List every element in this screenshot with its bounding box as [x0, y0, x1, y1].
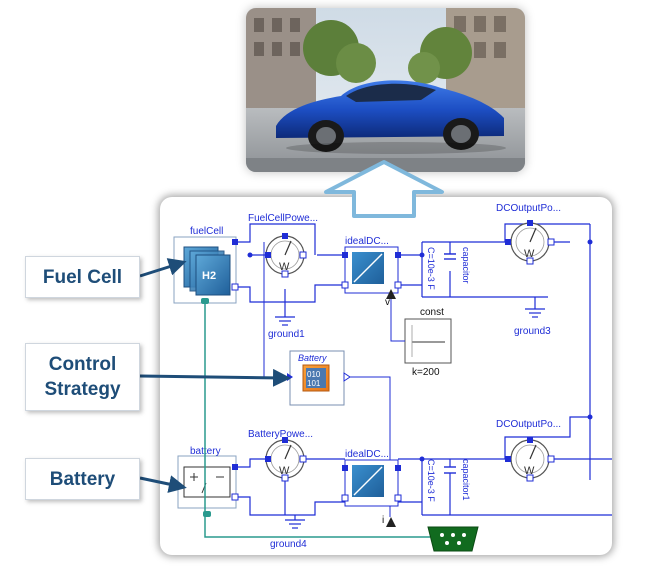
ideal-dc-bottom-label: idealDC... — [345, 449, 389, 460]
battery-wattmeter-symbol: W — [279, 465, 290, 477]
fuel-cell-callout-text: Fuel Cell — [42, 266, 123, 288]
control-strategy-block[interactable]: 010 101 — [287, 350, 351, 406]
fuel-cell-callout-arrow — [139, 258, 187, 278]
fuel-cell-wattmeter-symbol: W — [279, 261, 290, 273]
ground3-label: ground3 — [514, 326, 551, 337]
dc-output-top-wattmeter-symbol: W — [524, 248, 535, 260]
capacitor-bottom-name: capacitor1 — [461, 459, 471, 501]
car-photo — [246, 8, 525, 172]
controller-icon-line1: 010 — [307, 370, 321, 379]
ground3-symbol — [525, 297, 545, 318]
port-v-triangle — [386, 289, 396, 299]
controller-icon-line2: 101 — [307, 379, 321, 388]
control-callout-line1: Control — [48, 354, 117, 375]
diagram-canvas: ground1 ground3 H2 fuelCell W — [173, 203, 612, 552]
dc-output-power-sensor-bottom[interactable]: W — [505, 437, 555, 482]
ground4-label: ground4 — [270, 539, 307, 550]
battery-callout-arrow — [139, 475, 187, 493]
control-callout-line2: Strategy — [44, 379, 121, 400]
control-strategy-callout: Control Strategy — [25, 343, 140, 411]
top-wires — [236, 223, 591, 480]
dc-output-power-sensor-top[interactable]: W — [505, 220, 555, 265]
const-block[interactable] — [390, 299, 452, 364]
dc-output-bottom-wattmeter-symbol: W — [524, 465, 535, 477]
battery-block[interactable] — [177, 455, 239, 517]
ground4-symbol — [285, 515, 305, 529]
can-connector[interactable] — [427, 526, 479, 552]
capacitor-top[interactable] — [444, 253, 456, 260]
car-photo-illustration — [246, 8, 525, 172]
dc-output-top-label: DCOutputPo... — [496, 203, 561, 214]
fuel-cell-power-sensor[interactable]: W — [265, 233, 307, 278]
port-i-triangle — [386, 517, 396, 527]
modelica-diagram: ground1 ground3 H2 fuelCell W — [160, 197, 612, 555]
battery-power-sensor[interactable]: W — [265, 437, 307, 482]
port-i-label: i — [382, 515, 384, 526]
can-bus-wire — [204, 301, 430, 538]
up-arrow-icon — [324, 160, 444, 218]
ideal-dc-top-label: idealDC... — [345, 236, 389, 247]
ground1-symbol — [275, 311, 295, 326]
controller-title: Battery — [298, 353, 327, 363]
ground1-label: ground1 — [268, 329, 305, 340]
capacitor-top-name: capacitor — [461, 247, 471, 284]
fuel-cell-power-label: FuelCellPowe... — [248, 213, 318, 224]
ideal-dc-converter-top[interactable] — [341, 246, 402, 294]
port-v-label: v — [385, 297, 390, 308]
battery-power-label: BatteryPowe... — [248, 429, 313, 440]
const-value: k=200 — [412, 367, 440, 378]
junction-dots — [247, 239, 593, 462]
fuel-cell-icon-text: H2 — [202, 270, 216, 282]
battery-callout-text: Battery — [49, 468, 116, 490]
capacitor-bottom[interactable] — [444, 466, 456, 474]
control-callout-arrow — [139, 368, 291, 387]
capacitor-top-value: C=10e-3 F — [426, 247, 436, 290]
battery-callout: Battery — [25, 458, 140, 500]
dc-output-bottom-label: DCOutputPo... — [496, 419, 561, 430]
fuel-cell-callout: Fuel Cell — [25, 256, 140, 298]
fuel-cell-label: fuelCell — [190, 226, 223, 237]
const-name: const — [420, 307, 444, 318]
bottom-wires — [236, 416, 612, 516]
ideal-dc-converter-bottom[interactable] — [341, 459, 402, 507]
capacitor-bottom-value: C=10e-3 F — [426, 459, 436, 502]
